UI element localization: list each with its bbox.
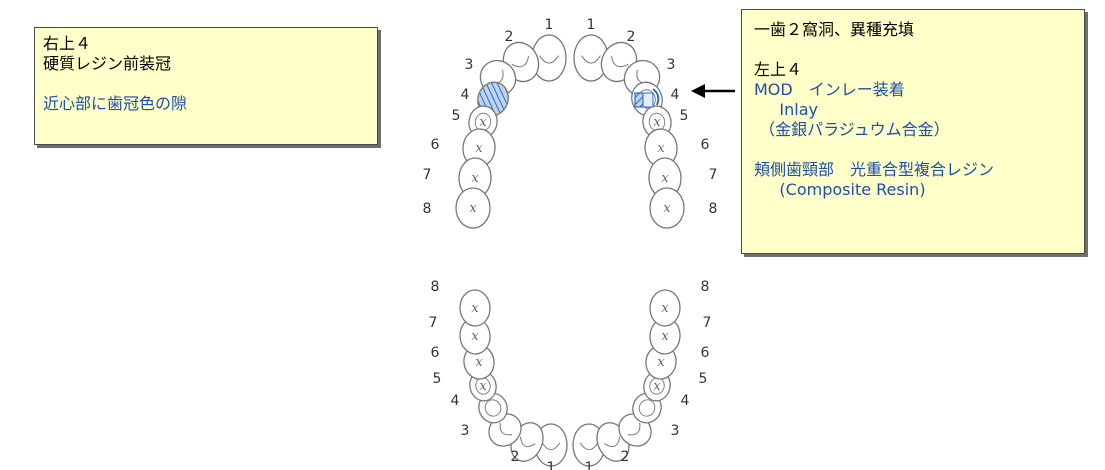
tooth-number: 7 bbox=[703, 315, 712, 331]
note-line: 左上４ bbox=[754, 60, 803, 79]
tooth-number: 3 bbox=[671, 423, 680, 439]
tooth-number: 6 bbox=[701, 345, 710, 361]
molar-mark: x bbox=[479, 115, 487, 130]
note-line bbox=[754, 140, 1072, 160]
note-line: 頬側歯頸部 光重合型複合レジン bbox=[754, 160, 995, 179]
molar-mark: x bbox=[657, 141, 665, 156]
molar-mark: x bbox=[663, 201, 671, 216]
molar-mark: x bbox=[653, 115, 661, 130]
tooth-number: 3 bbox=[667, 57, 676, 73]
molar-mark: x bbox=[661, 171, 669, 186]
tooth-number: 4 bbox=[451, 393, 460, 409]
tooth-number: 8 bbox=[431, 279, 440, 295]
tooth-number: 8 bbox=[709, 201, 718, 217]
note-line: (Composite Resin) bbox=[754, 180, 926, 199]
tooth-upper-left-7: x bbox=[648, 157, 682, 199]
note-line: MOD インレー装着 bbox=[754, 80, 905, 99]
arrow-icon bbox=[691, 84, 735, 98]
molar-mark: x bbox=[653, 379, 661, 394]
molar-mark: x bbox=[471, 301, 479, 316]
pointer-arrow-group bbox=[691, 84, 735, 98]
molar-mark: x bbox=[661, 329, 669, 344]
molar-mark: x bbox=[469, 201, 477, 216]
tooth-number: 8 bbox=[701, 279, 710, 295]
tooth-number: 4 bbox=[681, 393, 690, 409]
molar-mark: x bbox=[661, 301, 669, 316]
tooth-number: 5 bbox=[452, 108, 461, 124]
molar-mark: x bbox=[471, 329, 479, 344]
molar-mark: x bbox=[475, 141, 483, 156]
note-line: 硬質レジン前装冠 bbox=[43, 54, 172, 73]
note-line bbox=[754, 40, 1072, 60]
tooth-number: 3 bbox=[461, 423, 470, 439]
inlay-restoration bbox=[634, 88, 660, 108]
tooth-number: 1 bbox=[545, 17, 554, 33]
tooth-number: 8 bbox=[423, 201, 432, 217]
tooth-number: 7 bbox=[429, 315, 438, 331]
tooth-number: 4 bbox=[461, 87, 470, 103]
tooth-upper-right-8: x bbox=[455, 187, 491, 229]
tooth-number: 7 bbox=[423, 167, 432, 183]
molar-mark: x bbox=[475, 355, 483, 370]
molar-mark: x bbox=[479, 379, 487, 394]
tooth-number: 1 bbox=[547, 460, 556, 470]
tooth-number: 7 bbox=[709, 167, 718, 183]
tooth-number: 6 bbox=[701, 137, 710, 153]
note-line: 一歯２窩洞、異種充填 bbox=[754, 20, 915, 39]
tooth-number: 6 bbox=[431, 137, 440, 153]
note-line: Inlay bbox=[754, 100, 819, 119]
tooth-number: 3 bbox=[465, 57, 474, 73]
molar-mark: x bbox=[657, 355, 665, 370]
tooth-number: 5 bbox=[699, 371, 708, 387]
tooth-number: 4 bbox=[671, 87, 680, 103]
tooth-lower-right-8: x bbox=[459, 289, 491, 327]
tooth-number: 2 bbox=[505, 29, 514, 45]
tooth-upper-left-8: x bbox=[649, 187, 685, 229]
molar-mark: x bbox=[471, 171, 479, 186]
tooth-number: 2 bbox=[511, 449, 520, 465]
tooth-number: 5 bbox=[433, 371, 442, 387]
tooth-number: 5 bbox=[680, 108, 689, 124]
tooth-number: 2 bbox=[627, 29, 636, 45]
tooth-number: 2 bbox=[621, 449, 630, 465]
tooth-number: 1 bbox=[587, 17, 596, 33]
note-line: 近心部に歯冠色の隙 bbox=[43, 94, 188, 113]
tooth-number: 1 bbox=[585, 460, 594, 470]
note-line bbox=[43, 74, 369, 94]
tooth-lower-left-8: x bbox=[649, 289, 681, 327]
note-line: 右上４ bbox=[43, 34, 92, 53]
note-line: （金銀パラジュウム合金） bbox=[754, 120, 950, 139]
tooth-number: 6 bbox=[431, 345, 440, 361]
